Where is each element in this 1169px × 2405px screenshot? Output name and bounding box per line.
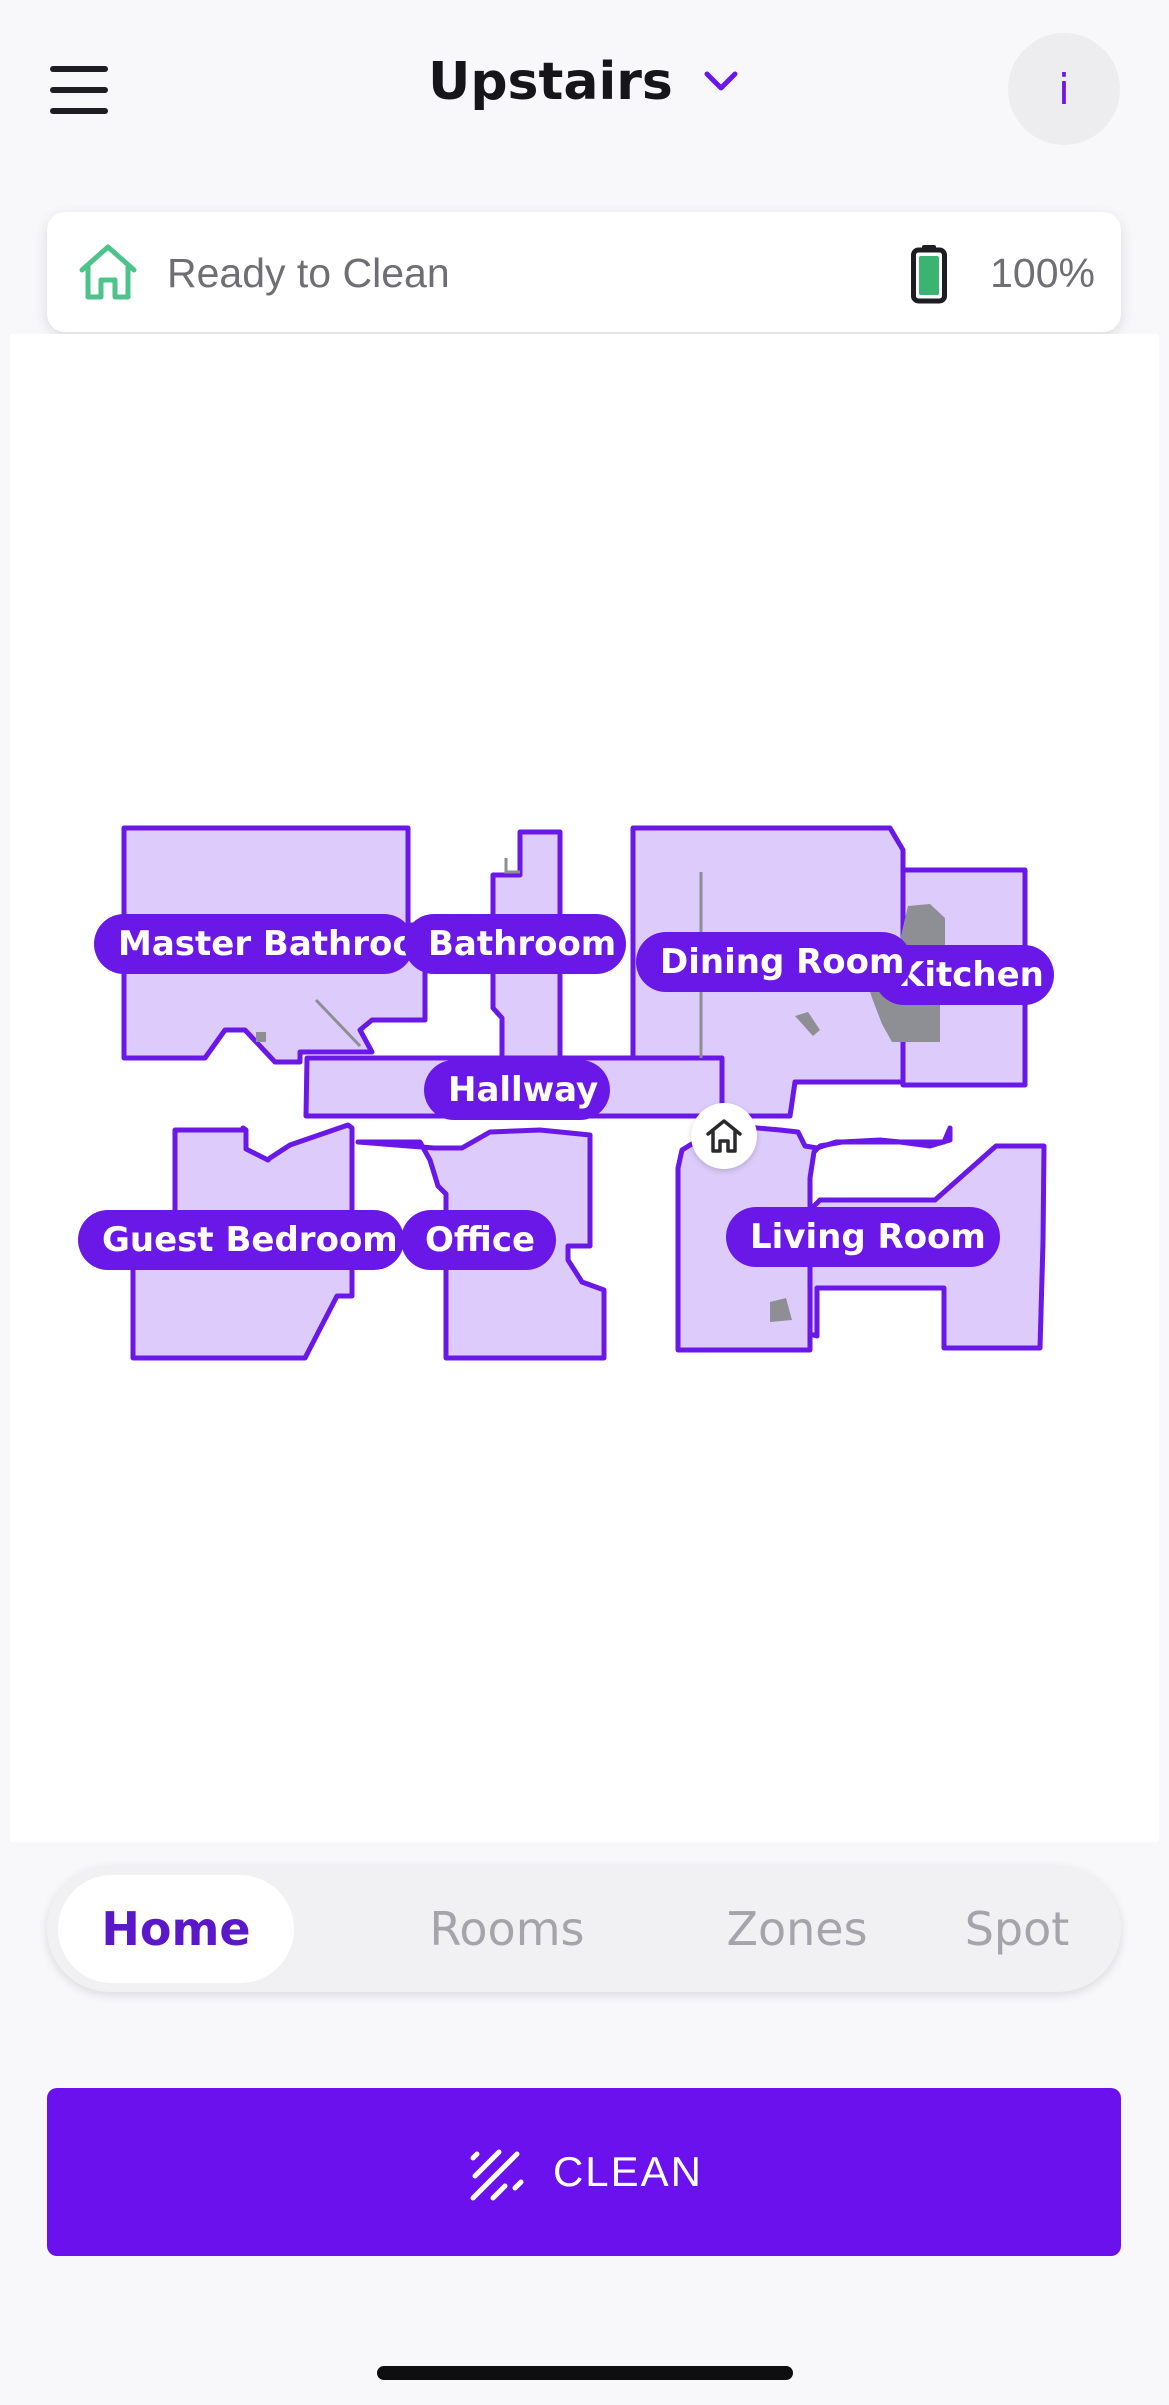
room-label-bathroom[interactable]: Bathroom: [404, 914, 626, 974]
tab-home[interactable]: Home: [58, 1875, 294, 1983]
room-label-office[interactable]: Office: [401, 1210, 556, 1270]
menu-icon-bar: [50, 87, 108, 93]
menu-icon-bar: [50, 108, 108, 114]
info-icon: i: [1058, 64, 1070, 114]
status-text: Ready to Clean: [167, 250, 450, 296]
room-label-kitchen[interactable]: Kitchen: [874, 945, 1054, 1005]
map-name: Upstairs: [428, 52, 673, 112]
menu-icon: [50, 66, 108, 72]
clean-label: CLEAN: [552, 2148, 704, 2195]
tab-spot[interactable]: Spot: [964, 1902, 1070, 1956]
room-label-guest-bedroom[interactable]: Guest Bedroom: [78, 1210, 404, 1270]
info-button[interactable]: i: [1008, 33, 1120, 145]
map-selector[interactable]: Upstairs: [0, 52, 1169, 112]
room-label-hallway[interactable]: Hallway: [424, 1060, 610, 1120]
battery-level: 100%: [990, 250, 1095, 296]
home-indicator[interactable]: [377, 2366, 793, 2380]
battery-icon: [911, 245, 947, 304]
chevron-down-icon: [701, 62, 741, 102]
dock-icon[interactable]: [691, 1103, 757, 1169]
status-card: Ready to Clean 100%: [47, 212, 1121, 332]
tab-rooms[interactable]: Rooms: [429, 1902, 585, 1956]
clean-button[interactable]: CLEAN: [47, 2088, 1121, 2256]
room-label-living-room[interactable]: Living Room: [726, 1207, 1000, 1267]
room-label-master-bathroom[interactable]: Master Bathroom: [94, 914, 414, 974]
home-base-icon: [706, 1119, 742, 1153]
menu-button[interactable]: [44, 62, 116, 118]
mode-tabs: Home Rooms Zones Spot: [47, 1866, 1121, 1992]
room-label-dining-room[interactable]: Dining Room: [636, 932, 912, 992]
home-icon: [79, 244, 137, 300]
tab-zones[interactable]: Zones: [726, 1902, 868, 1956]
clean-icon: [470, 2149, 524, 2201]
